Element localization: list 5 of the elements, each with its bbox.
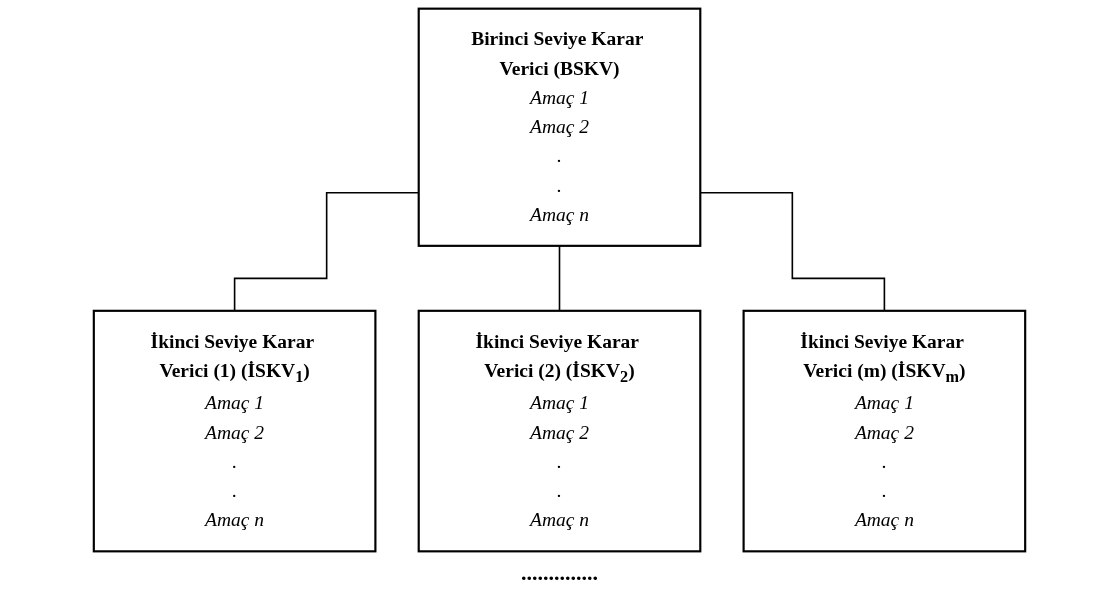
node-box: İkinci Seviye Karar Verici (1) (İSKV$_{1}$) Amaç 1 Amaç 2 . . Amaç n — [92, 309, 377, 553]
ellipsis-text: .............. — [521, 560, 598, 585]
node-box: İkinci Seviye Karar Verici (2) (İSKV$_{2}$) Amaç 1 Amaç 2 . . Amaç n — [417, 309, 702, 553]
node-box: Birinci Seviye Karar Verici (BSKV) Amaç 1 Amaç 2 . . Amaç n — [417, 7, 702, 247]
node-box: İkinci Seviye Karar Verici (m) (İSKV$_{m}$) Amaç 1 Amaç 2 . . Amaç n — [742, 309, 1027, 553]
